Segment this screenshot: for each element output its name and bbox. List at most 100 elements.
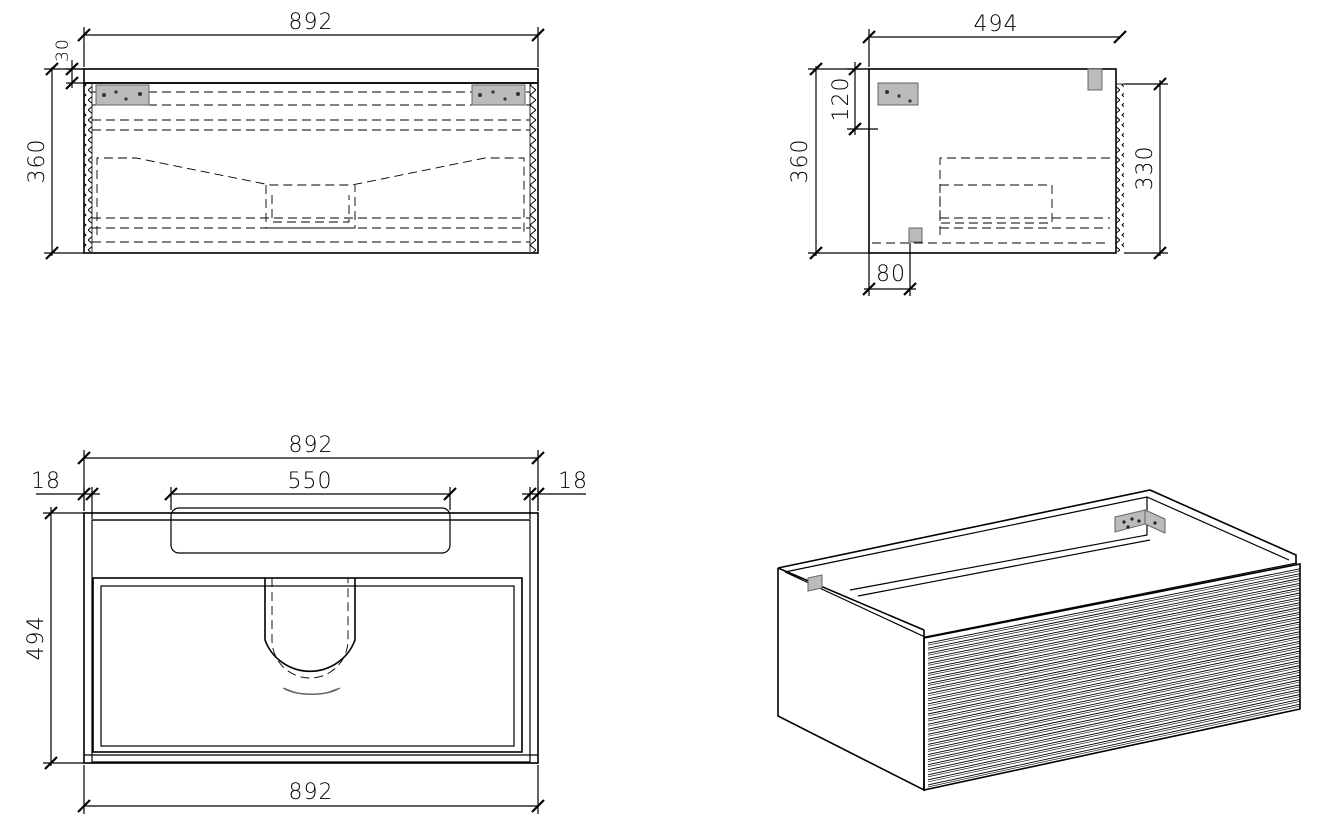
side-bracket-icon [877,82,919,106]
side-depth-label: 494 [974,12,1019,37]
flute-line [927,686,1301,767]
dimension-left-panel: 18 [31,469,100,519]
flute-line [927,573,1301,649]
drawer-box [92,577,523,753]
flute-line [927,703,1301,786]
flute-line [927,582,1301,659]
dimension-right-panel: 18 [522,469,588,519]
isometric-view [777,489,1301,792]
flute-line [927,645,1301,725]
top-depth-label: 494 [24,616,49,661]
flute-line [927,616,1301,695]
flute-line [927,636,1301,715]
front-height-label: 360 [25,139,50,184]
flute-line [927,621,1301,700]
flute-line [927,672,1301,752]
dimension-basin-width: 550 [164,469,457,510]
flute-line [927,575,1301,651]
flute-line [927,611,1301,690]
flute-line [927,628,1301,707]
flute-line [927,614,1301,691]
flute-line [927,643,1301,722]
bracket-height-label: 120 [829,77,854,122]
flute-line [927,626,1301,705]
dimension-bottom-width: 892 [77,765,545,814]
basin-cutout [170,507,451,554]
dimension-side-depth: 494 [862,12,1127,67]
flute-line [927,592,1301,669]
countertop-edge [83,68,539,84]
flute-line [927,684,1301,766]
front-width-label: 892 [289,10,334,35]
dimension-front-width: 892 [77,10,545,67]
flute-line [927,662,1301,742]
flute-line [927,602,1301,679]
flute-line [927,589,1301,666]
top-outline [83,512,539,764]
flute-line [927,676,1301,757]
flute-line [927,665,1301,745]
flute-line [927,604,1301,681]
flute-line [927,580,1301,656]
dimension-top-width: 892 [77,433,545,511]
flute-line [927,655,1301,735]
inner-height-label: 330 [1133,146,1158,191]
flute-line [927,667,1301,747]
left-panel-label: 18 [31,469,61,494]
right-panel-label: 18 [558,469,588,494]
top-view: 892 550 18 18 [24,433,588,814]
flute-line [927,585,1301,661]
dimension-bracket-height: 120 [829,62,878,136]
wall-bracket-right-icon [471,84,526,106]
front-view: 892 30 360 [25,10,545,260]
flute-line [927,650,1301,730]
flute-line [927,669,1301,750]
flute-line [927,607,1301,685]
flute-line [927,570,1301,646]
dimension-foot-offset: 80 [862,243,917,296]
wall-bracket-left-icon [95,84,150,106]
basin-width-label: 550 [288,469,333,494]
flute-line [927,657,1301,737]
flute-line [927,705,1301,788]
flute-line [927,609,1301,686]
flute-line [927,597,1301,674]
flute-line [927,568,1301,644]
flute-line [927,633,1301,712]
flute-line [927,681,1301,762]
flute-line [927,698,1301,781]
flute-line [927,599,1301,676]
dimension-top-depth: 494 [24,506,84,770]
flute-line [927,638,1301,717]
drawer-flutes [927,568,1301,788]
dimension-front-height: 360 [25,62,84,260]
flute-line [927,578,1301,654]
flute-line [927,679,1301,761]
flute-line [927,694,1301,776]
flute-line [927,660,1301,740]
flute-line [927,587,1301,664]
top-thickness-label: 30 [53,38,73,62]
flute-line [927,701,1301,783]
fluted-drawer-front [923,563,1301,791]
side-height-label: 360 [788,139,813,184]
flute-line [927,594,1301,671]
flute-line [927,689,1301,771]
iso-bracket-icon [1114,509,1166,534]
bottom-width-label: 892 [289,780,334,805]
dimension-inner-height: 330 [1124,77,1168,260]
flute-line [927,691,1301,773]
dimension-side-height: 360 [788,62,869,260]
flute-line [927,631,1301,710]
flute-line [927,618,1301,697]
cabinet-body [83,82,539,254]
flute-line [927,623,1301,702]
flute-line [927,696,1301,778]
top-width-label: 892 [289,433,334,458]
flute-line [927,647,1301,727]
flute-line [927,640,1301,720]
flute-line [927,652,1301,732]
side-view: 494 120 360 330 [788,12,1168,296]
foot-offset-label: 80 [876,262,906,287]
